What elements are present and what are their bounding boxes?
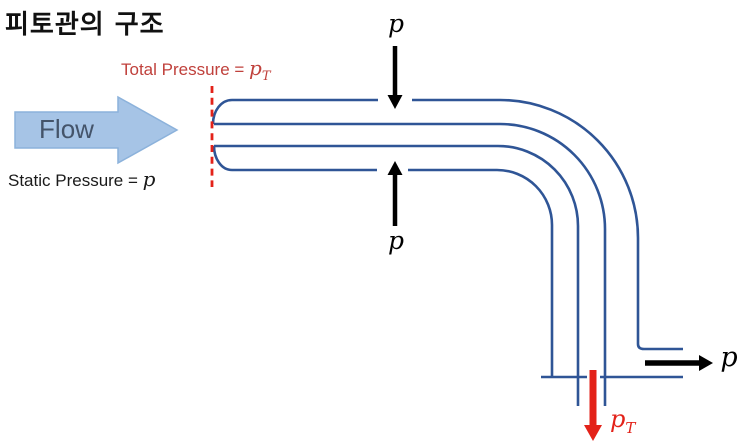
flow-arrow-icon: [14, 95, 179, 165]
tube-inner-lower-wall: [214, 144, 580, 406]
tube-inner-upper-wall: [214, 122, 607, 406]
total-pressure-symbol: pT: [249, 56, 271, 84]
port-top-symbol: p: [387, 9, 404, 38]
tube-outer-bottom-right: [408, 168, 554, 377]
total-outlet-symbol: pT: [610, 405, 636, 437]
total-pressure-label: Total Pressure = pT: [121, 56, 271, 84]
arrow-right-head: [699, 355, 713, 371]
static-pressure-symbol: p: [142, 167, 156, 191]
port-bottom-symbol: p: [387, 226, 404, 255]
tube-outer-top-right: [412, 98, 683, 351]
total-outlet-arrow: [584, 370, 602, 441]
arrow-up-head: [387, 161, 403, 175]
static-outlet-symbol: p: [720, 342, 738, 373]
static-pressure-label: Static Pressure = p: [8, 167, 155, 191]
tube-outer-bottom-left: [212, 145, 377, 172]
page-title: 피토관의 구조: [5, 10, 165, 40]
static-pressure-text: Static Pressure =: [8, 171, 138, 190]
tube-outer-top-left: [211, 98, 378, 125]
static-port-arrow-bottom: [387, 161, 403, 226]
total-pressure-text: Total Pressure =: [121, 60, 245, 79]
static-outlet-arrow: [645, 355, 713, 371]
static-port-arrow-top: [387, 46, 403, 109]
flow-label: Flow: [39, 114, 94, 144]
arrow-down-head-red: [584, 425, 602, 441]
pitot-tube-body: [211, 98, 683, 406]
arrow-down-head: [387, 95, 403, 109]
